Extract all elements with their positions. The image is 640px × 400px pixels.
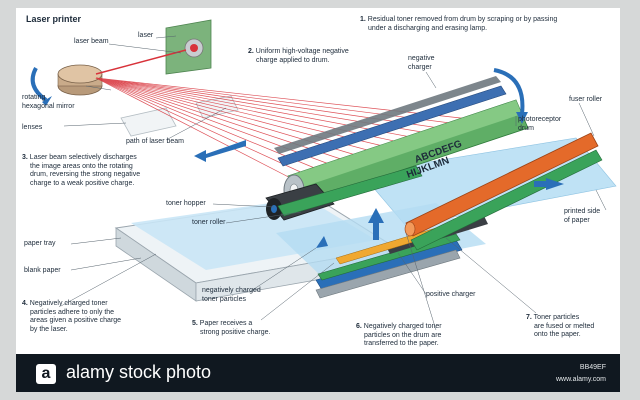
step-6-line-1: Negatively charged toner (363, 323, 442, 330)
label-rotating-mirror-line-2: hexagonal mirror (22, 102, 75, 110)
rotating-mirror (30, 64, 103, 106)
printer-illustration: ABCDEFG HIJKLMN (30, 19, 617, 331)
paper-out-arrow (534, 178, 564, 190)
step-2-line-2: charge applied to drum. (256, 56, 330, 64)
step-4-line-1: Negatively charged toner (29, 300, 108, 307)
lenses (120, 95, 239, 137)
step-6-line-3: transferred to the paper. (364, 340, 439, 347)
label-rotating-mirror-line-1: rotating (22, 94, 46, 101)
label-negative-toner-line-1: negatively charged (202, 287, 261, 294)
step-3-line-2: the image areas onto the rotating (30, 162, 133, 170)
step-4-line-4: by the laser. (30, 325, 68, 333)
label-printed-side-line-1: printed side (564, 208, 601, 215)
leader-lines (60, 35, 607, 331)
label-paper-tray: paper tray (24, 240, 56, 247)
fuser-rollers (404, 132, 603, 251)
label-toner-hopper: toner hopper (166, 200, 206, 207)
step-3-line-1: Laser beam selectively discharges (29, 154, 137, 161)
step-2-line-1: Uniform high-voltage negative (255, 48, 349, 55)
negative-charger (274, 76, 507, 167)
label-rotating-mirror: rotating hexagonal mirror (22, 94, 75, 111)
step-7-number: 7. (526, 314, 532, 321)
paper-in-arrow (316, 236, 328, 248)
step-4-line-3: areas given a positive charge (30, 317, 122, 324)
laser-beam (95, 49, 187, 75)
step-5-number: 5. (192, 320, 198, 327)
step-1: 1. Residual toner removed from drum by s… (360, 16, 557, 33)
label-fuser-roller: fuser roller (569, 96, 603, 103)
step-5: 5. Paper receives a strong positive char… (192, 320, 270, 337)
label-path-of-laser-beam: path of laser beam (126, 138, 184, 145)
alamy-logo-icon: a (36, 364, 56, 384)
label-blank-paper: blank paper (24, 267, 61, 274)
step-6-line-2: particles on the drum are (364, 331, 442, 339)
label-photoreceptor-drum-line-1: photoreceptor (518, 116, 562, 123)
stock-footer: a alamy stock photo BB49EF www.alamy.com (16, 354, 620, 392)
step-4: 4. Negatively charged toner particles ad… (22, 300, 121, 334)
label-printed-side: printed side of paper (564, 208, 600, 225)
site-url: www.alamy.com (555, 376, 606, 383)
step-7-line-1: Toner particles (533, 314, 580, 321)
toner-roller (277, 165, 423, 217)
label-photoreceptor-drum: photoreceptor drum (518, 116, 561, 133)
label-negative-charger-line-1: negative (408, 55, 435, 62)
label-laser: laser (138, 32, 154, 39)
step-2-number: 2. (248, 48, 254, 55)
step-3-line-3: drum, reversing the strong negative (30, 171, 141, 178)
paper-up-arrow (368, 208, 384, 240)
step-3-number: 3. (22, 154, 28, 161)
step-4-line-2: particles adhere to only the (30, 308, 115, 316)
step-7-line-2: are fused or melted (534, 322, 595, 330)
label-negative-toner-line-2: toner particles (202, 295, 246, 303)
step-1-line-1: Residual toner removed from drum by scra… (367, 16, 558, 23)
brand-name: alamy stock photo (66, 362, 212, 382)
step-7-line-3: onto the paper. (534, 331, 581, 338)
drum-rotation-arrow (493, 68, 525, 115)
step-6: 6. Negatively charged toner particles on… (356, 323, 442, 349)
label-negative-toner-particles: negatively charged toner particles (202, 287, 261, 304)
label-laser-beam: laser beam (74, 38, 109, 45)
step-2: 2. Uniform high-voltage negative charge … (248, 48, 349, 65)
blank-paper-sheet (131, 198, 376, 270)
label-lenses: lenses (22, 124, 43, 131)
step-6-number: 6. (356, 323, 362, 330)
step-1-line-2: under a discharging and erasing lamp. (368, 24, 488, 32)
step-5-line-1: Paper receives a (199, 320, 253, 327)
label-photoreceptor-drum-line-2: drum (518, 124, 534, 132)
label-toner-roller: toner roller (192, 219, 226, 226)
diagram-panel: ABCDEFG HIJKLMN Laser printer laser beam… (16, 8, 620, 392)
label-negative-charger-line-2: charger (408, 63, 432, 71)
laser-unit (165, 19, 212, 75)
label-positive-charger: positive charger (426, 291, 476, 298)
step-1-number: 1. (360, 16, 366, 23)
direction-arrow-left (194, 140, 246, 162)
step-4-number: 4. (22, 300, 28, 307)
step-3: 3. Laser beam selectively discharges the… (22, 154, 140, 188)
laser-fan-beam (95, 77, 307, 187)
step-3-line-4: charge to a weak positive charge. (30, 179, 135, 187)
diagram-title: Laser printer (26, 14, 82, 24)
label-negative-charger: negative charger (408, 55, 434, 72)
step-5-line-2: strong positive charge. (200, 328, 271, 336)
label-printed-side-line-2: of paper (564, 216, 590, 224)
image-code: BB49EF (579, 364, 606, 371)
step-7: 7. Toner particles are fused or melted o… (526, 314, 594, 340)
